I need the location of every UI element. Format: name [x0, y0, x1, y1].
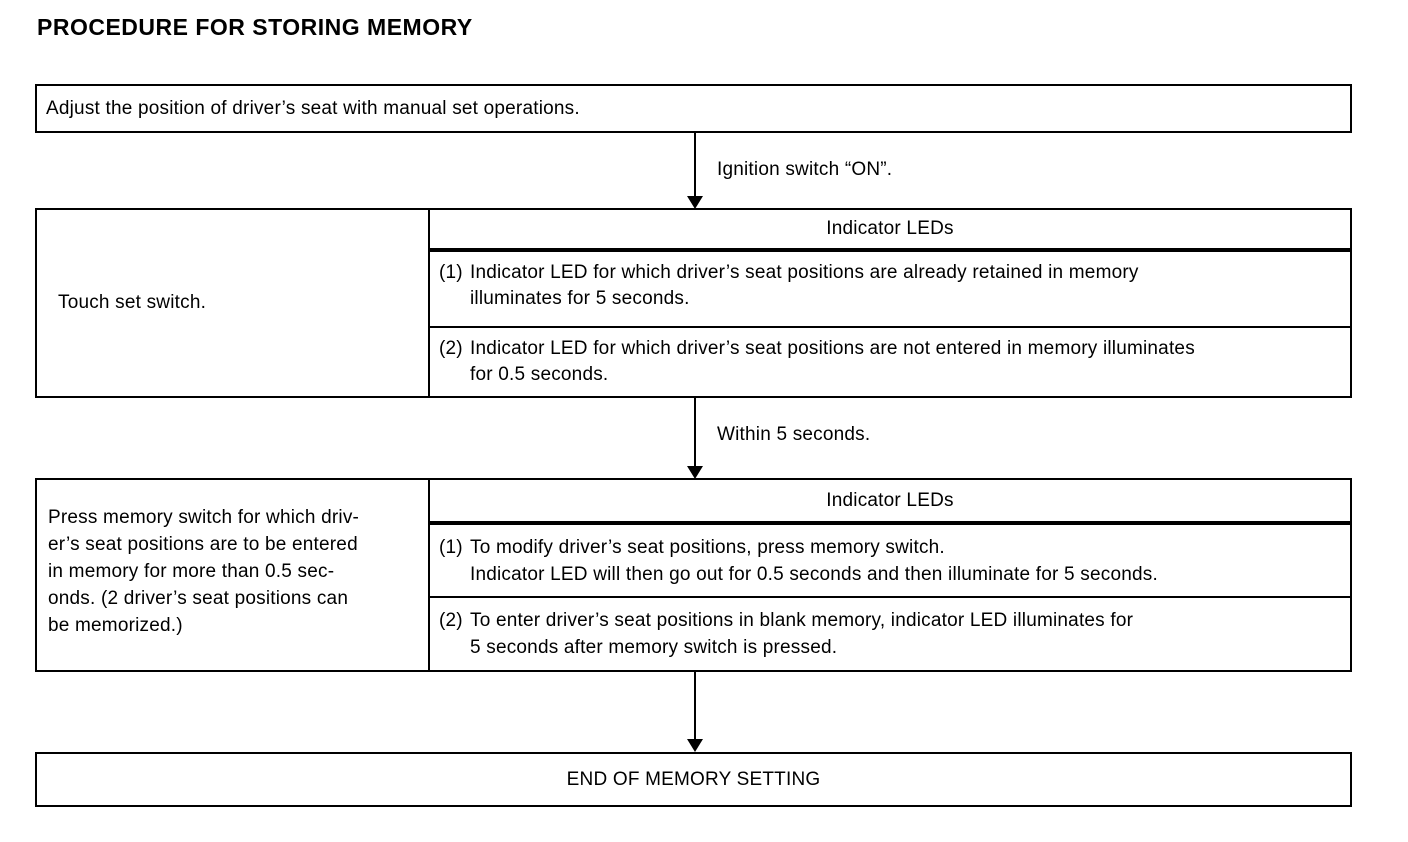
end-box-text: END OF MEMORY SETTING: [566, 768, 821, 790]
step3-action-line-4: onds. (2 driver’s seat positions can: [48, 588, 349, 609]
arrow1-label: Ignition switch “ON”.: [717, 159, 893, 180]
step2-result-1-text: Indicator LED for which driver’s seat po…: [470, 260, 1340, 326]
arrow1-head-icon: [687, 196, 703, 209]
arrow2-line: [694, 398, 696, 466]
step2-action-text: Touch set switch.: [58, 292, 207, 313]
step2-result-1-number: (1): [439, 262, 463, 283]
step1-text: Adjust the position of driver’s seat wit…: [46, 97, 580, 119]
step2-result-1-line-2: illuminates for 5 seconds.: [470, 288, 690, 309]
step3-result-header-text: Indicator LEDs: [826, 489, 954, 511]
step3-table: Press memory switch for which driv- er’s…: [35, 478, 1352, 672]
step2-result-header-text: Indicator LEDs: [826, 218, 954, 239]
step3-result-1-text: To modify driver’s seat positions, press…: [470, 534, 1340, 596]
step3-result-2-line-1: To enter driver’s seat positions in blan…: [470, 610, 1134, 631]
step3-action-cell: Press memory switch for which driv- er’s…: [37, 480, 430, 670]
step2-result-2-number: (2): [439, 338, 463, 359]
step2-result-column: Indicator LEDs (1) Indicator LED for whi…: [430, 210, 1350, 396]
step3-result-2-text: To enter driver’s seat positions in blan…: [470, 607, 1340, 670]
step2-action-cell: Touch set switch.: [37, 210, 430, 396]
step3-result-column: Indicator LEDs (1) To modify driver’s se…: [430, 480, 1350, 670]
step3-action-line-2: er’s seat positions are to be entered: [48, 534, 358, 555]
step3-result-2-number: (2): [439, 610, 463, 631]
arrow2-head-icon: [687, 466, 703, 479]
step2-result-1-line-1: Indicator LED for which driver’s seat po…: [470, 262, 1139, 283]
step2-result-row-1: (1) Indicator LED for which driver’s sea…: [430, 252, 1350, 328]
step3-action-line-3: in memory for more than 0.5 sec-: [48, 561, 335, 582]
arrow3-line: [694, 672, 696, 739]
step3-result-1-number: (1): [439, 537, 463, 558]
step3-result-1-line-2: Indicator LED will then go out for 0.5 s…: [470, 564, 1158, 585]
step2-result-header: Indicator LEDs: [430, 210, 1350, 252]
step3-result-header: Indicator LEDs: [430, 480, 1350, 525]
step2-result-2-line-2: for 0.5 seconds.: [470, 364, 609, 385]
step3-result-row-2: (2) To enter driver’s seat positions in …: [430, 598, 1350, 670]
step2-table: Touch set switch. Indicator LEDs (1) Ind…: [35, 208, 1352, 398]
step3-action-line-1: Press memory switch for which driv-: [48, 507, 360, 528]
page-title: PROCEDURE FOR STORING MEMORY: [37, 14, 473, 40]
step3-action-line-5: be memorized.): [48, 615, 183, 636]
step2-result-2-text: Indicator LED for which driver’s seat po…: [470, 336, 1340, 396]
arrow2-label: Within 5 seconds.: [717, 424, 871, 445]
step3-result-1-line-1: To modify driver’s seat positions, press…: [470, 537, 945, 558]
arrow3-head-icon: [687, 739, 703, 752]
step2-result-2-line-1: Indicator LED for which driver’s seat po…: [470, 338, 1195, 359]
step3-result-2-line-2: 5 seconds after memory switch is pressed…: [470, 637, 838, 658]
step1-box: Adjust the position of driver’s seat wit…: [35, 84, 1352, 133]
step3-result-row-1: (1) To modify driver’s seat positions, p…: [430, 525, 1350, 598]
end-box: END OF MEMORY SETTING: [35, 752, 1352, 807]
step2-result-row-2: (2) Indicator LED for which driver’s sea…: [430, 328, 1350, 396]
arrow1-line: [694, 133, 696, 196]
